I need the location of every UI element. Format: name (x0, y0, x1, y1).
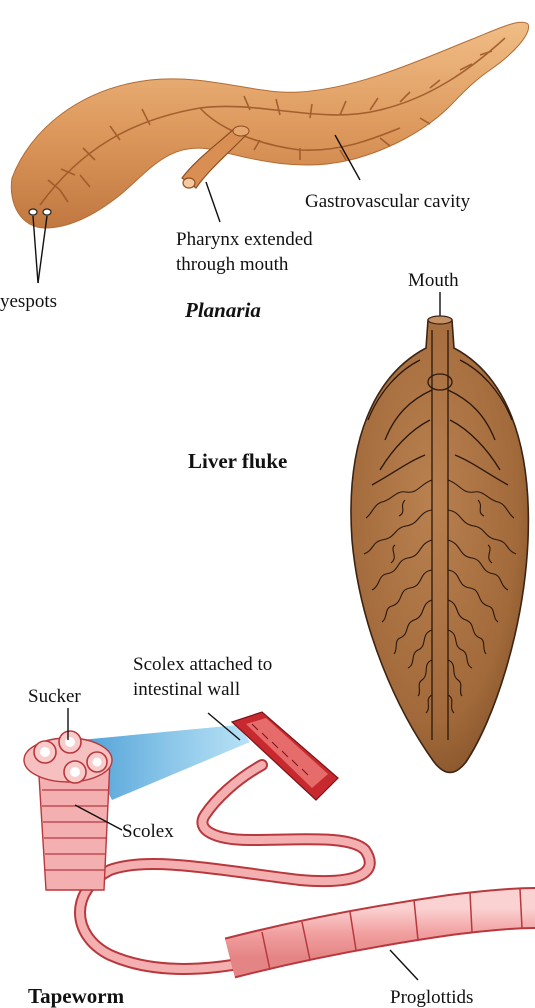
liver-fluke-illustration (351, 316, 528, 773)
label-proglottids: Proglottids (390, 987, 473, 1008)
pharynx-opening (183, 178, 195, 188)
label-sucker: Sucker (28, 686, 81, 707)
title-tapeworm: Tapeworm (28, 984, 125, 1008)
fluke-oral-opening (428, 316, 452, 324)
pharynx-base (233, 126, 249, 136)
leader-pharynx (206, 182, 220, 222)
proglottid-band (230, 908, 535, 958)
label-scolex: Scolex (122, 821, 174, 842)
label-mouth: Mouth (408, 270, 459, 291)
label-scolex-attached-line1: Scolex attached to (133, 654, 272, 675)
title-planaria: Planaria (184, 298, 261, 322)
label-pharynx-line1: Pharynx extended (176, 229, 313, 250)
fluke-body (351, 317, 528, 773)
label-gastrovascular-cavity: Gastrovascular cavity (305, 191, 471, 212)
label-eyespots: yespots (0, 291, 57, 312)
intestinal-wall (232, 712, 338, 800)
scolex-illustration (24, 731, 112, 890)
title-liver-fluke: Liver fluke (188, 449, 287, 473)
leader-proglottids (390, 950, 418, 980)
label-pharynx-line2: through mouth (176, 254, 289, 275)
label-scolex-attached-line2: intestinal wall (133, 679, 240, 700)
